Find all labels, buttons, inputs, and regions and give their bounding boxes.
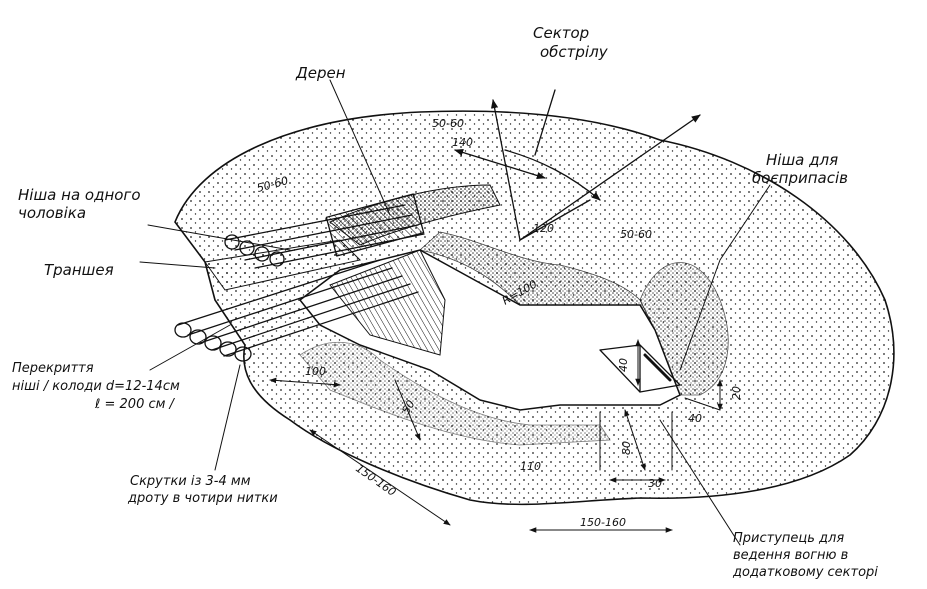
dim-100: 100	[305, 365, 326, 378]
ammo-niche-line2: боєприпасів	[752, 169, 848, 187]
dim-110: 110	[520, 460, 541, 473]
cover-label-line1: Перекриття	[12, 361, 94, 376]
sector-label-line1: Сектор	[533, 24, 589, 42]
dim-30: 30	[648, 477, 662, 490]
dimension-lines	[269, 339, 723, 533]
dim-140: 140	[452, 136, 473, 149]
cover-label-line3: ℓ = 200 см /	[94, 397, 176, 412]
trench-floor	[204, 239, 361, 291]
dim-50-60-top: 50-60	[432, 117, 464, 130]
dim-50-60-right: 50-60	[620, 228, 652, 241]
dim-40: 40	[688, 412, 702, 425]
dim-150-160-bottom: 150-160	[580, 516, 626, 529]
step-label-line3: додатковому секторі	[732, 565, 878, 580]
dim-50: 50	[399, 398, 417, 417]
dim-80: 80	[620, 441, 633, 455]
step-label-line1: Приступець для	[733, 531, 844, 546]
dim-40-vertical: 40	[617, 358, 630, 372]
step-label-line2: ведення вогню в	[733, 548, 848, 563]
cover-label-line2: ніші / колоди d=12-14см	[12, 379, 180, 394]
dim-120: 120	[533, 222, 554, 235]
niche-one-person-line2: чоловіка	[18, 204, 86, 222]
twists-label-line2: дроту в чотири нитки	[127, 491, 278, 506]
pit-inner-wall	[419, 231, 656, 331]
ammo-niche-line1: Ніша для	[766, 151, 838, 169]
trench-label: Траншея	[44, 261, 114, 279]
earth-ring-right	[639, 262, 729, 396]
niche-one-person-line1: Ніша на одного	[18, 186, 141, 204]
twists-label-line1: Скрутки із 3-4 мм	[130, 474, 251, 489]
dim-20: 20	[730, 386, 743, 400]
bottom-berm	[299, 341, 611, 446]
sector-rays	[454, 89, 701, 241]
turf-label: Дерен	[295, 64, 346, 82]
sector-label-line2: обстрілу	[540, 43, 609, 61]
leader-lines	[139, 79, 771, 546]
trench-cover-logs	[174, 259, 419, 362]
upper-logs	[224, 193, 425, 269]
callout-labels: Сектор обстрілу Дерен Ніша на одного чол…	[12, 24, 878, 580]
